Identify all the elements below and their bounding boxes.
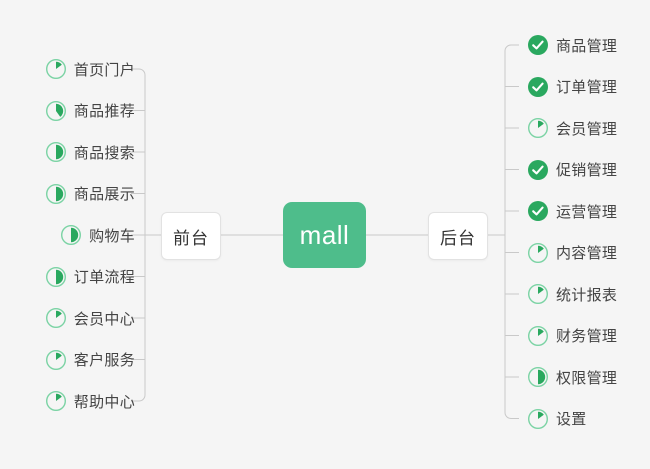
pie-progress-icon: [527, 283, 549, 305]
leaf-item-label: 设置: [556, 411, 587, 428]
pie-progress-icon: [527, 366, 549, 388]
pie-progress-icon: [45, 141, 67, 163]
leaf-item[interactable]: 帮助中心: [45, 388, 135, 414]
pie-progress-icon: [45, 390, 67, 412]
leaf-item[interactable]: 商品搜索: [45, 139, 135, 165]
check-circle-icon: [527, 34, 549, 56]
leaf-item-label: 商品管理: [556, 37, 618, 55]
check-circle-icon: [527, 200, 549, 222]
leaf-item[interactable]: 促销管理: [527, 157, 617, 183]
pie-progress-icon: [527, 408, 549, 430]
leaf-item-label: 首页门户: [73, 61, 135, 79]
pie-progress-icon: [527, 117, 549, 139]
check-circle-icon: [527, 159, 549, 181]
check-circle-icon: [527, 76, 549, 98]
pie-progress-icon: [45, 266, 67, 288]
leaf-item[interactable]: 设置: [527, 406, 587, 432]
leaf-item-label: 会员管理: [556, 120, 618, 138]
branch-node-front[interactable]: 前台: [161, 212, 221, 260]
leaf-item-label: 客户服务: [73, 352, 135, 369]
leaf-item[interactable]: 订单管理: [527, 74, 617, 100]
leaf-item[interactable]: 财务管理: [527, 323, 617, 349]
leaf-item[interactable]: 首页门户: [45, 56, 135, 82]
leaf-item[interactable]: 客户服务: [45, 347, 135, 373]
leaf-item[interactable]: 商品管理: [527, 32, 617, 58]
leaf-item-label: 内容管理: [556, 245, 618, 262]
leaf-item-label: 商品搜索: [73, 144, 135, 162]
branch-node-back[interactable]: 后台: [428, 212, 488, 260]
leaf-item-label: 帮助中心: [73, 393, 135, 411]
leaf-item-label: 订单管理: [556, 79, 618, 96]
pie-progress-icon: [45, 349, 67, 371]
leaf-item[interactable]: 统计报表: [527, 281, 617, 307]
leaf-item[interactable]: 订单流程: [45, 264, 135, 290]
pie-progress-icon: [45, 100, 67, 122]
pie-progress-icon: [45, 58, 67, 80]
pie-progress-icon: [45, 183, 67, 205]
leaf-item-label: 运营管理: [556, 203, 618, 221]
leaf-item[interactable]: 购物车: [60, 222, 135, 248]
leaf-item[interactable]: 权限管理: [527, 364, 617, 390]
leaf-item-label: 会员中心: [73, 310, 135, 328]
leaf-item-label: 统计报表: [556, 286, 618, 304]
leaf-item-label: 财务管理: [556, 328, 618, 345]
leaf-item-label: 商品展示: [73, 186, 135, 203]
root-node-mall[interactable]: mall: [283, 202, 366, 268]
pie-progress-icon: [527, 325, 549, 347]
leaf-item[interactable]: 会员中心: [45, 305, 135, 331]
leaf-item-label: 商品推荐: [73, 103, 135, 120]
leaf-item[interactable]: 运营管理: [527, 198, 617, 224]
leaf-item[interactable]: 商品推荐: [45, 98, 135, 124]
leaf-item[interactable]: 会员管理: [527, 115, 617, 141]
leaf-item-label: 权限管理: [556, 369, 618, 387]
leaf-item-label: 订单流程: [73, 269, 135, 286]
pie-progress-icon: [60, 224, 82, 246]
leaf-item[interactable]: 内容管理: [527, 240, 617, 266]
pie-progress-icon: [527, 242, 549, 264]
leaf-item-label: 购物车: [89, 227, 135, 245]
leaf-item[interactable]: 商品展示: [45, 181, 135, 207]
pie-progress-icon: [45, 307, 67, 329]
leaf-item-label: 促销管理: [556, 162, 618, 179]
